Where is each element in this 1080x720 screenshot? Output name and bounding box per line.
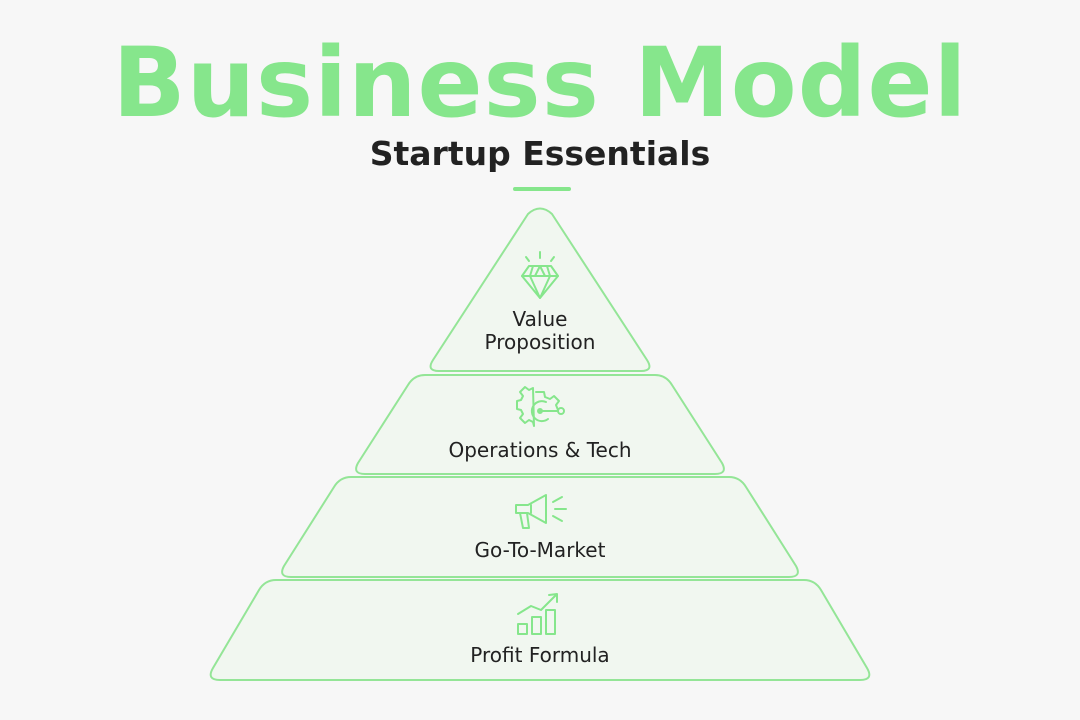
tier-label-line: Proposition: [484, 330, 596, 354]
megaphone-icon: [515, 494, 567, 529]
tier-value-proposition: [429, 207, 651, 372]
tier-operations-tech: [355, 374, 725, 475]
tier-label-value-proposition: Value Proposition: [420, 308, 660, 354]
tier-go-to-market: [281, 476, 799, 578]
tier-label-go-to-market: Go-To-Market: [474, 538, 606, 562]
title-divider: [513, 187, 571, 191]
gear-icon: [516, 386, 565, 427]
diamond-icon: [521, 251, 559, 299]
tier-label-line: Value: [512, 307, 568, 331]
page-subtitle: Startup Essentials: [369, 134, 711, 173]
tier-label-profit-formula: Profit Formula: [470, 643, 610, 667]
growth-chart-icon: [517, 593, 558, 635]
tier-label-operations-tech: Operations & Tech: [448, 438, 632, 462]
page-title: Business Model: [112, 27, 968, 139]
